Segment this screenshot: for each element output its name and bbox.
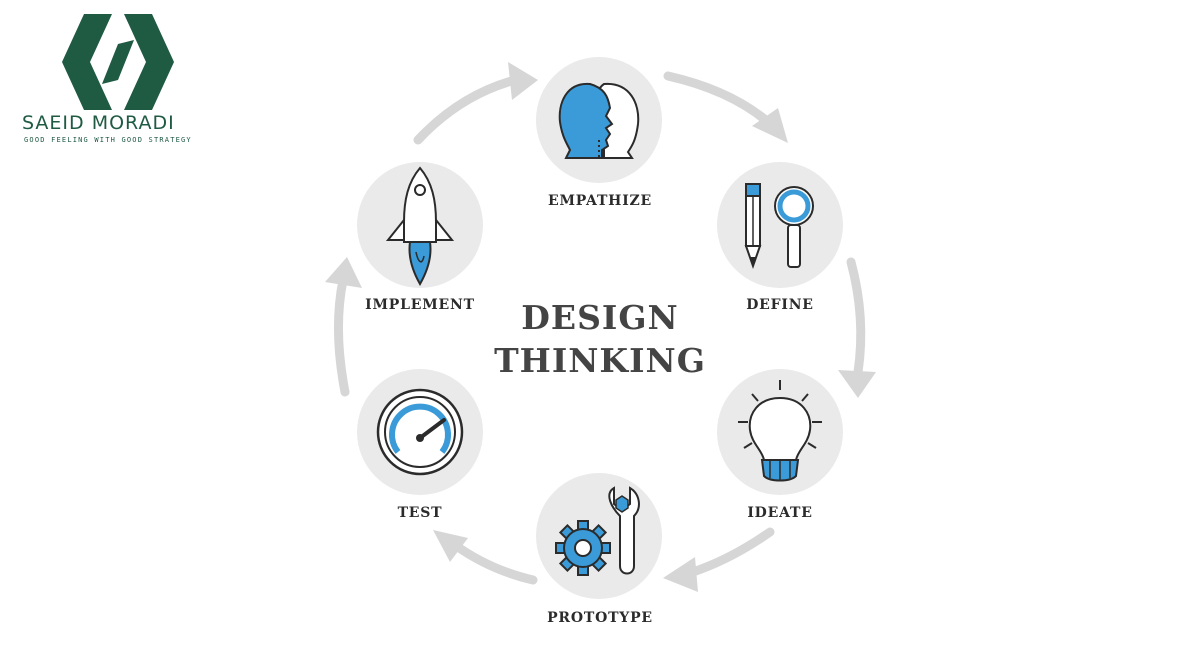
title-line-thinking: THINKING — [494, 341, 706, 380]
stage-label-prototype: PROTOTYPE — [547, 610, 653, 626]
arrow-implement-to-empathize — [413, 62, 538, 145]
pencil-magnifier-icon — [744, 183, 814, 270]
arrow-empathize-to-define — [663, 71, 788, 143]
stage-label-define: DEFINE — [746, 297, 814, 313]
title-line-design: DESIGN — [521, 298, 679, 337]
arrow-ideate-to-prototype — [663, 527, 775, 592]
arrow-prototype-to-test — [433, 530, 538, 585]
stage-label-implement: IMPLEMENT — [365, 297, 475, 313]
brand-name: SAEID MORADI — [22, 112, 175, 134]
diagram-title: DESIGN THINKING — [494, 296, 706, 382]
saeid-moradi-logo-icon — [62, 14, 174, 110]
lightbulb-icon — [738, 380, 822, 482]
stage-label-ideate: IDEATE — [747, 505, 813, 521]
brand-tagline: GOOD FEELING WITH GOOD STRATEGY — [24, 136, 192, 144]
define-node — [717, 162, 843, 288]
arrow-test-to-implement — [325, 257, 362, 397]
brand-logo: SAEID MORADI GOOD FEELING WITH GOOD STRA… — [22, 14, 222, 154]
gear-wrench-icon — [555, 486, 640, 576]
rocket-icon — [385, 166, 455, 287]
stage-label-test: TEST — [397, 505, 443, 521]
stage-label-empathize: EMPATHIZE — [547, 193, 653, 209]
arrow-define-to-ideate — [838, 257, 876, 398]
gauge-icon — [376, 388, 464, 476]
two-heads-icon — [558, 82, 640, 159]
